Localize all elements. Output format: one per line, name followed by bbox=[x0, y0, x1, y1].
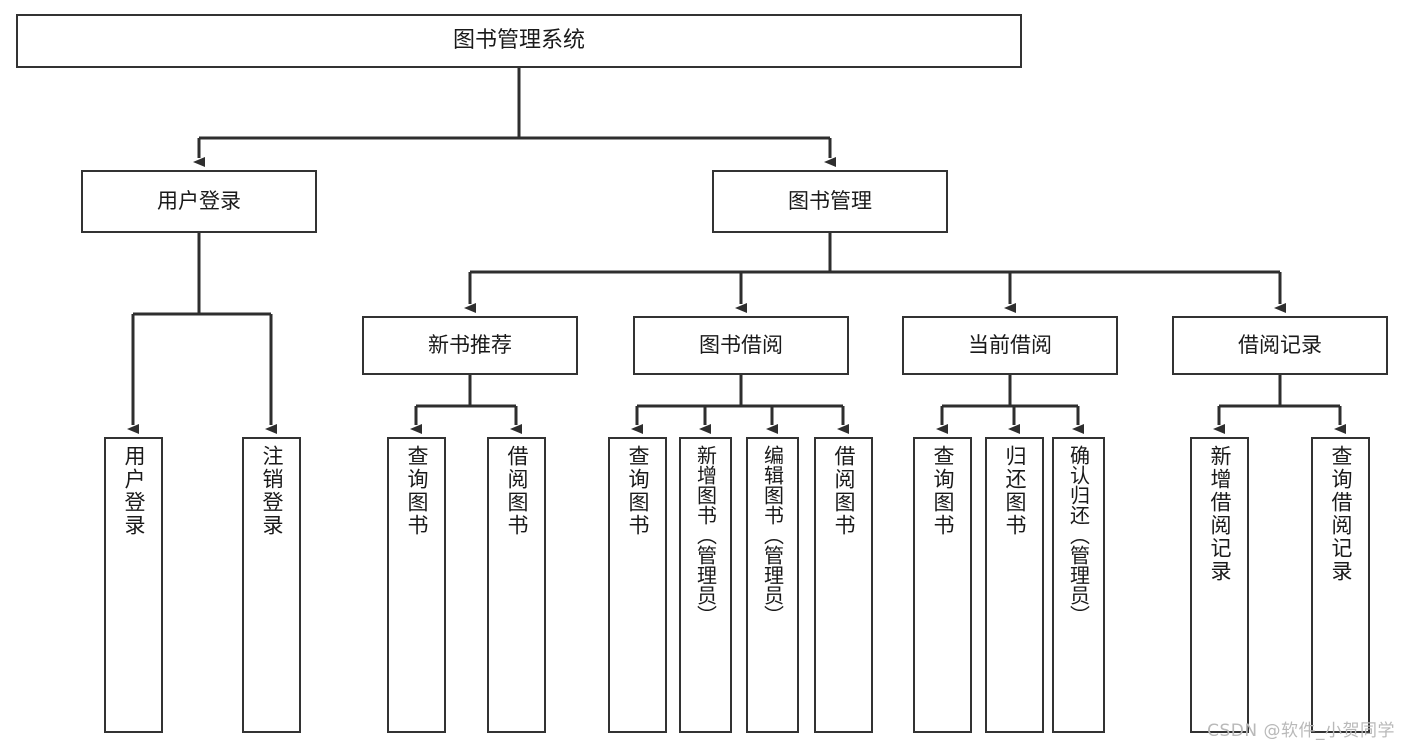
node-leaf-user-login[interactable]: 用户登录 bbox=[104, 437, 163, 733]
node-label: 当前借阅 bbox=[968, 332, 1052, 357]
node-label: 新增图书（管理员） bbox=[693, 445, 718, 625]
node-leaf-query-borrow-record[interactable]: 查询借阅记录 bbox=[1311, 437, 1370, 733]
node-label: 图书管理系统 bbox=[452, 27, 585, 53]
node-user-login[interactable]: 用户登录 bbox=[81, 170, 317, 233]
csdn-watermark: CSDN @软件_小贺同学 bbox=[1207, 721, 1395, 741]
node-leaf-query-book-2[interactable]: 查询图书 bbox=[608, 437, 667, 733]
node-leaf-confirm-return-admin[interactable]: 确认归还（管理员） bbox=[1052, 437, 1105, 733]
node-leaf-query-book-3[interactable]: 查询图书 bbox=[913, 437, 972, 733]
node-label: 查询图书 bbox=[626, 445, 650, 537]
node-label: 查询借阅记录 bbox=[1329, 445, 1353, 583]
node-leaf-borrow-book-2[interactable]: 借阅图书 bbox=[814, 437, 873, 733]
node-label: 图书借阅 bbox=[699, 332, 783, 357]
node-current-borrow[interactable]: 当前借阅 bbox=[902, 316, 1118, 375]
node-label: 借阅记录 bbox=[1238, 332, 1322, 357]
node-leaf-edit-book-admin[interactable]: 编辑图书（管理员） bbox=[746, 437, 799, 733]
node-leaf-add-borrow-record[interactable]: 新增借阅记录 bbox=[1190, 437, 1249, 733]
node-leaf-query-book-1[interactable]: 查询图书 bbox=[387, 437, 446, 733]
node-label: 借阅图书 bbox=[505, 445, 529, 537]
node-leaf-borrow-book-1[interactable]: 借阅图书 bbox=[487, 437, 546, 733]
node-new-book-recommend[interactable]: 新书推荐 bbox=[362, 316, 578, 375]
node-book-borrow[interactable]: 图书借阅 bbox=[633, 316, 849, 375]
node-label: 新增借阅记录 bbox=[1208, 445, 1232, 583]
node-label: 用户登录 bbox=[122, 445, 146, 537]
node-label: 查询图书 bbox=[931, 445, 955, 537]
node-label: 新书推荐 bbox=[428, 332, 512, 357]
node-label: 借阅图书 bbox=[832, 445, 856, 537]
node-label: 确认归还（管理员） bbox=[1066, 445, 1091, 625]
node-leaf-logout-login[interactable]: 注销登录 bbox=[242, 437, 301, 733]
node-label: 编辑图书（管理员） bbox=[760, 445, 785, 625]
node-label: 注销登录 bbox=[260, 445, 284, 537]
node-label: 查询图书 bbox=[405, 445, 429, 537]
node-leaf-return-book[interactable]: 归还图书 bbox=[985, 437, 1044, 733]
node-book-manage[interactable]: 图书管理 bbox=[712, 170, 948, 233]
node-borrow-record[interactable]: 借阅记录 bbox=[1172, 316, 1388, 375]
node-label: 归还图书 bbox=[1003, 445, 1027, 537]
node-label: 用户登录 bbox=[157, 188, 241, 213]
node-label: 图书管理 bbox=[788, 188, 872, 213]
node-root[interactable]: 图书管理系统 bbox=[16, 14, 1022, 68]
node-leaf-add-book-admin[interactable]: 新增图书（管理员） bbox=[679, 437, 732, 733]
